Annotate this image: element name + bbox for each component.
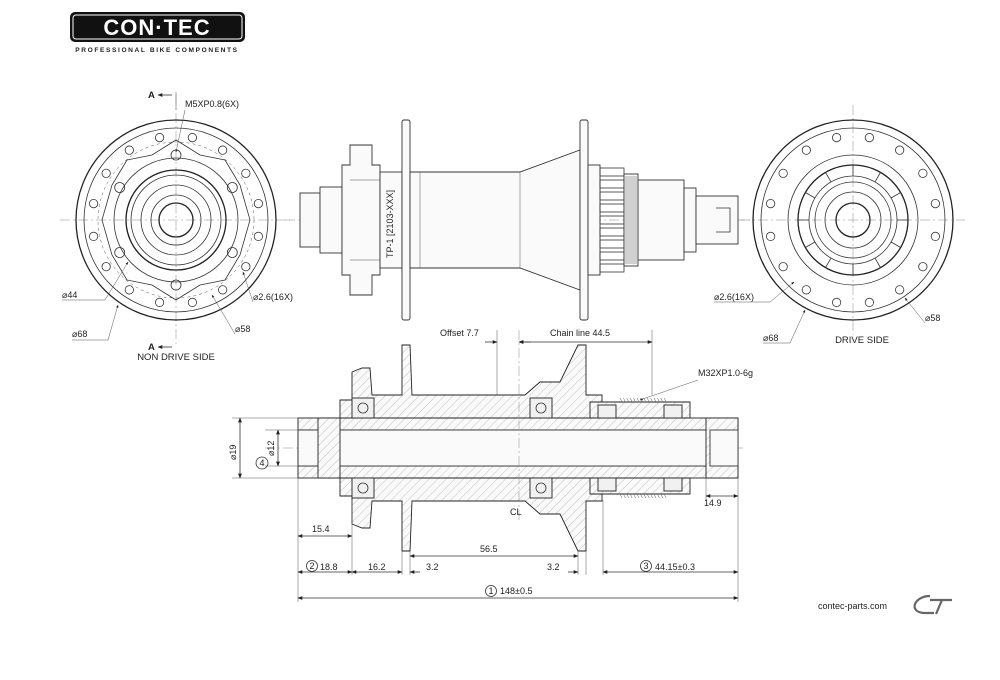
spoke-hole (918, 262, 928, 272)
spoke-hole (930, 199, 940, 209)
engraving-label: TP-1 [2103-XXX] (385, 190, 395, 258)
drive-caption: DRIVE SIDE (835, 335, 889, 346)
dim-56-5: 56.5 (480, 544, 498, 554)
spoke-hole (832, 297, 842, 307)
dim-44-15: 44.15±0.3 (655, 562, 695, 572)
dim-16-2: 16.2 (368, 562, 386, 572)
section-view: Offset 7.7 Chain line 44.5 M32XP1.0-6g ⌀… (228, 328, 753, 602)
spoke-hole (155, 297, 165, 307)
spoke-hole (253, 231, 263, 241)
rotor-bolt-hole (114, 182, 126, 193)
spoke-hole (89, 231, 99, 241)
drive-side-view: ⌀2.6(16X) ⌀68 ⌀58 DRIVE SIDE (714, 105, 965, 346)
logo-tagline: PROFESSIONAL BIKE COMPONENTS (75, 47, 238, 54)
dia-12-label: ⌀12 (266, 441, 276, 456)
rotor-bolt-hole (226, 247, 238, 258)
dim-14-9: 14.9 (704, 498, 722, 508)
dia-68-d-label: ⌀68 (763, 333, 778, 343)
dia-58-label: ⌀58 (235, 324, 250, 334)
spoke-hole (253, 199, 263, 209)
spoke-hole (766, 199, 776, 209)
section-marker-top: A (148, 90, 155, 101)
footer: contec-parts.com (818, 594, 952, 615)
dim-3-2-right: 3.2 (547, 562, 560, 572)
spoke-hole (895, 285, 905, 295)
logo-brand: CON·TEC (103, 15, 210, 40)
spoke-hole (187, 297, 197, 307)
website-link[interactable]: contec-parts.com (818, 601, 887, 611)
spoke-hole (241, 262, 251, 272)
circle-4: 4 (259, 458, 264, 468)
hub-side-view: TP-1 [2103-XXX] (285, 119, 755, 321)
circle-1: 1 (488, 586, 493, 596)
non-drive-caption: NON DRIVE SIDE (137, 352, 215, 363)
dia-58-d-label: ⌀58 (925, 313, 940, 323)
rotor-bolt-hole (114, 247, 126, 258)
hole-callout-nd: ⌀2.6(16X) (253, 292, 293, 302)
spoke-hole (101, 262, 111, 272)
chainline-label: Chain line 44.5 (550, 328, 610, 338)
spoke-hole (124, 285, 134, 295)
thread-spec-label: M32XP1.0-6g (698, 368, 753, 378)
rotor-bolt-hole (170, 279, 182, 291)
spoke-hole (218, 145, 228, 155)
dim-3-2-left: 3.2 (426, 562, 439, 572)
dim-18-8: 18.8 (320, 562, 338, 572)
spoke-hole (89, 199, 99, 209)
spoke-hole (801, 145, 811, 155)
spoke-hole (832, 133, 842, 143)
dia-19-label: ⌀19 (228, 445, 238, 460)
spoke-hole (101, 168, 111, 178)
spoke-hole (864, 133, 874, 143)
dim-15-4: 15.4 (312, 524, 330, 534)
dia-68-label: ⌀68 (72, 329, 87, 339)
ct-logo-icon (913, 594, 952, 615)
spoke-hole (864, 297, 874, 307)
spoke-hole (187, 133, 197, 143)
spoke-hole (778, 262, 788, 272)
dim-148: 148±0.5 (500, 586, 532, 596)
circle-2: 2 (309, 561, 314, 571)
spoke-hole (218, 285, 228, 295)
rotor-bolt-hole (226, 182, 238, 193)
hole-callout-d: ⌀2.6(16X) (714, 292, 754, 302)
section-marker-bottom: A (148, 342, 155, 353)
non-drive-side-view: A A M5XP0.8(6X) ⌀44 ⌀68 ⌀2.6(16X) ⌀58 NO… (60, 90, 293, 363)
spoke-hole (155, 133, 165, 143)
spoke-hole (930, 231, 940, 241)
circle-3: 3 (643, 561, 648, 571)
dia-44-label: ⌀44 (62, 290, 77, 300)
spoke-hole (918, 168, 928, 178)
spoke-hole (124, 145, 134, 155)
offset-label: Offset 7.7 (440, 328, 479, 338)
thread-callout: M5XP0.8(6X) (185, 99, 239, 109)
spoke-hole (241, 168, 251, 178)
center-line-label: CL (510, 507, 522, 517)
spoke-hole (895, 145, 905, 155)
spoke-hole (766, 231, 776, 241)
spoke-hole (778, 168, 788, 178)
brand-logo: CON·TEC PROFESSIONAL BIKE COMPONENTS (70, 12, 245, 54)
spoke-hole (801, 285, 811, 295)
